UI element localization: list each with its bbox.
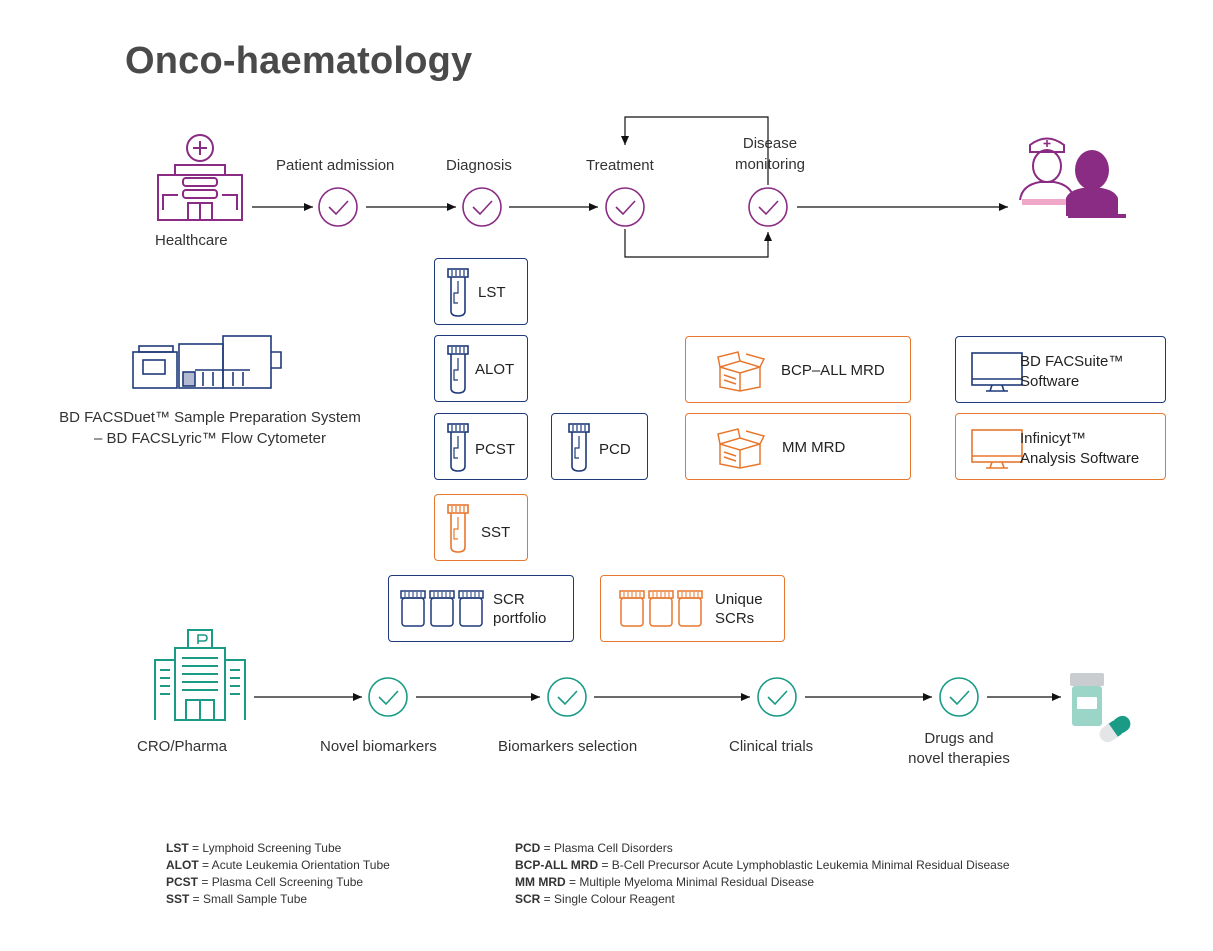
- reagent-vials-icon: [400, 590, 484, 627]
- step-disease-monitoring-line1: Disease: [742, 135, 798, 152]
- step-diagnosis: Diagnosis: [446, 157, 512, 174]
- software-label-bd-facsuite-line1: BD FACSuite™: [1020, 353, 1124, 370]
- tube-icon: [447, 268, 469, 317]
- kit-box-bcp-all-mrd: BCP–ALL MRD: [685, 336, 911, 403]
- legend-item-pcd: PCD = Plasma Cell Disorders: [515, 841, 673, 855]
- tube-box-pcd: PCD: [551, 413, 648, 480]
- unique-scrs-box: Unique SCRs: [600, 575, 785, 642]
- kit-label-bcp-all-mrd: BCP–ALL MRD: [781, 362, 885, 379]
- legend-item-sst: SST = Small Sample Tube: [166, 892, 308, 906]
- legend-right: PCD = Plasma Cell Disorders BCP-ALL MRD …: [515, 840, 1010, 908]
- system-label-line2: – BD FACSLyric™ Flow Cytometer: [94, 430, 326, 447]
- legend-item-scr: SCR = Single Colour Reagent: [515, 892, 675, 906]
- diagnosis-check-icon: [462, 187, 502, 227]
- step-clinical-trials: Clinical trials: [729, 738, 814, 755]
- legend-item-pcst: PCST = Plasma Cell Screening Tube: [166, 875, 364, 889]
- tube-label-pcst: PCST: [475, 441, 516, 458]
- healthcare-label: Healthcare: [155, 232, 228, 249]
- tube-box-pcst: PCST: [434, 413, 528, 480]
- medicine-bottle-pill-icon: [1070, 673, 1131, 743]
- patient-admission-check-icon: [318, 187, 358, 227]
- clinical-trials-check-icon: [757, 677, 797, 717]
- kit-box-icon: [717, 351, 766, 392]
- kit-label-mm-mrd: MM MRD: [782, 439, 846, 456]
- tube-label-alot: ALOT: [475, 361, 515, 378]
- software-box-bd-facsuite: BD FACSuite™ Software: [955, 336, 1166, 403]
- page-title: Onco-haematology: [125, 40, 473, 82]
- flow-cytometer-system-icon: [132, 335, 282, 389]
- software-label-infinicyt-line1: Infinicyt™: [1020, 430, 1086, 447]
- step-drugs-line2: novel therapies: [908, 750, 1010, 767]
- system-label-line1: BD FACSDuet™ Sample Preparation System: [59, 409, 361, 426]
- monitor-icon: [971, 429, 1023, 469]
- tube-icon: [568, 423, 590, 472]
- tube-label-sst: SST: [481, 524, 511, 541]
- scr-portfolio-label-line1: SCR: [493, 591, 525, 608]
- software-label-infinicyt-line2: Analysis Software: [1020, 450, 1140, 467]
- monitor-icon: [971, 352, 1023, 392]
- drugs-check-icon: [939, 677, 979, 717]
- tube-label-lst: LST: [478, 284, 506, 301]
- kit-box-mm-mrd: MM MRD: [685, 413, 911, 480]
- healthcare-icon: [157, 134, 243, 221]
- scr-portfolio-box: SCR portfolio: [388, 575, 574, 642]
- step-patient-admission: Patient admission: [276, 157, 395, 174]
- legend-item-lst: LST = Lymphoid Screening Tube: [166, 841, 342, 855]
- disease-monitoring-check-icon: [748, 187, 788, 227]
- reagent-vials-icon: [619, 590, 703, 627]
- legend-item-alot: ALOT = Acute Leukemia Orientation Tube: [166, 858, 390, 872]
- step-novel-biomarkers: Novel biomarkers: [320, 738, 437, 755]
- tube-box-alot: ALOT: [434, 335, 528, 402]
- legend-item-bcp-all-mrd: BCP-ALL MRD = B-Cell Precursor Acute Lym…: [515, 858, 1010, 872]
- novel-biomarkers-check-icon: [368, 677, 408, 717]
- step-treatment: Treatment: [586, 157, 654, 174]
- biomarkers-selection-check-icon: [547, 677, 587, 717]
- legend-item-mm-mrd: MM MRD = Multiple Myeloma Minimal Residu…: [515, 875, 815, 889]
- tube-label-pcd: PCD: [599, 441, 631, 458]
- cro-pharma-building-icon: [154, 629, 246, 721]
- tube-icon: [447, 504, 469, 553]
- kit-box-icon: [717, 428, 766, 469]
- treatment-check-icon: [605, 187, 645, 227]
- step-biomarkers-selection: Biomarkers selection: [498, 738, 638, 755]
- software-label-bd-facsuite-line2: Software: [1020, 373, 1080, 390]
- unique-scrs-label-line2: SCRs: [715, 610, 755, 627]
- scr-portfolio-label-line2: portfolio: [493, 610, 547, 627]
- cro-pharma-label: CRO/Pharma: [137, 738, 228, 755]
- legend-left: LST = Lymphoid Screening Tube ALOT = Acu…: [166, 840, 390, 908]
- tube-box-lst: LST: [434, 258, 528, 325]
- software-box-infinicyt: Infinicyt™ Analysis Software: [955, 413, 1166, 480]
- step-disease-monitoring-line2: monitoring: [734, 156, 806, 173]
- tube-icon: [447, 423, 469, 472]
- tube-box-sst: SST: [434, 494, 528, 561]
- step-drugs-line1: Drugs and: [924, 730, 994, 747]
- tube-icon: [447, 345, 469, 394]
- nurse-patient-icon: [1019, 137, 1126, 218]
- unique-scrs-label-line1: Unique: [715, 591, 763, 608]
